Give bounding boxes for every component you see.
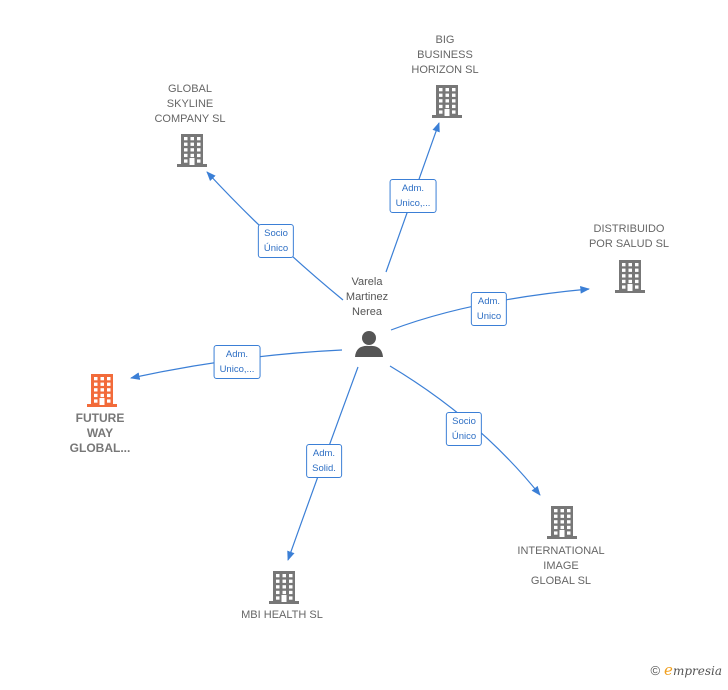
person-name[interactable]: Varela Martinez Nerea xyxy=(345,276,389,318)
brand-initial: e xyxy=(664,661,673,679)
person-icon[interactable] xyxy=(355,331,383,357)
company-label-future-way[interactable]: FUTURE WAY GLOBAL... xyxy=(69,411,131,455)
building-icon-distribuido[interactable] xyxy=(615,260,645,293)
building-icon-future-way[interactable] xyxy=(87,374,117,407)
edge-label-distribuido[interactable]: Adm. Unico xyxy=(470,292,508,326)
building-icon-international-image[interactable] xyxy=(547,506,577,539)
company-label-big-business[interactable]: BIG BUSINESS HORIZON SL xyxy=(411,34,479,76)
edge-label-future-way[interactable]: Adm. Unico,... xyxy=(213,345,261,379)
company-label-international-image[interactable]: INTERNATIONAL IMAGE GLOBAL SL xyxy=(517,545,605,587)
edge-label-big-business[interactable]: Adm. Unico,... xyxy=(389,179,437,213)
building-icon-big-business[interactable] xyxy=(432,85,462,118)
edge-label-international-image[interactable]: Socio Único xyxy=(445,412,483,446)
company-label-global-skyline[interactable]: GLOBAL SKYLINE COMPANY SL xyxy=(154,83,226,125)
company-label-distribuido[interactable]: DISTRIBUIDO POR SALUD SL xyxy=(588,223,670,250)
brand-logo: ©empresia xyxy=(650,661,722,679)
edge-label-global-skyline[interactable]: Socio Único xyxy=(257,224,295,258)
brand-name: mpresia xyxy=(672,664,722,678)
edge-label-mbi-health[interactable]: Adm. Solid. xyxy=(306,444,342,478)
company-label-mbi-health[interactable]: MBI HEALTH SL xyxy=(241,609,323,621)
copyright-symbol: © xyxy=(650,663,661,678)
building-icon-mbi-health[interactable] xyxy=(269,571,299,604)
building-icon-global-skyline[interactable] xyxy=(177,134,207,167)
